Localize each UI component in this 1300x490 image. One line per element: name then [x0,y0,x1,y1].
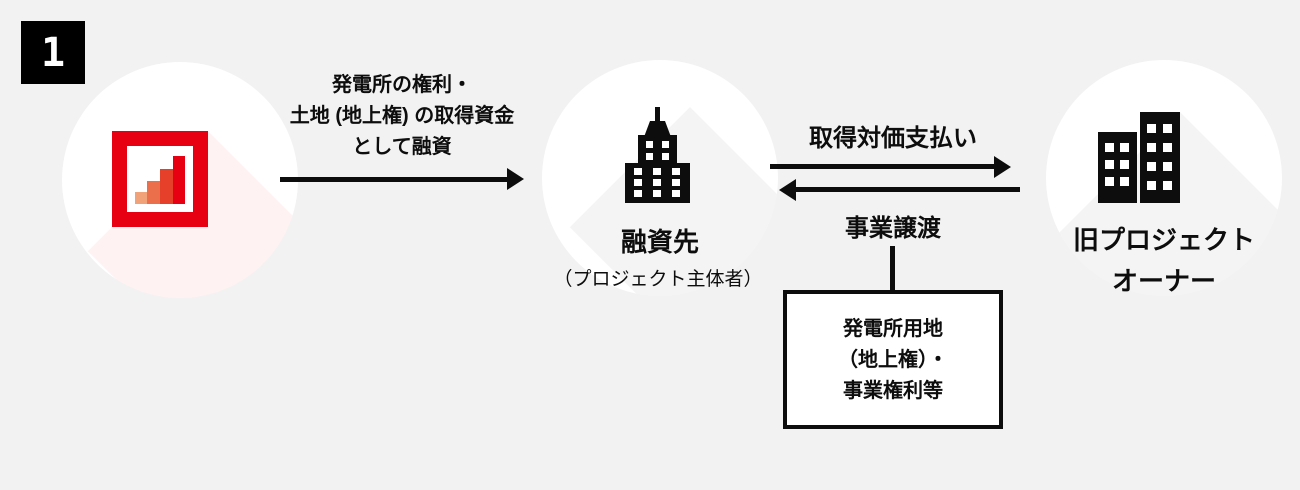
two-buildings-icon [1098,112,1180,203]
step-badge: 1 [21,21,85,84]
asset-box-line1: 発電所用地 [843,318,943,340]
old-owner-title-line1: 旧プロジェクト [1072,225,1255,255]
loan-label-line3: として融資 [352,136,452,158]
payment-arrow-label: 取得対価支払い [809,125,977,152]
old-owner-title-line2: オーナー [1111,266,1216,296]
bar-chart-logo-icon [112,131,208,227]
step-number: 1 [40,29,66,76]
bar-chart-bars [127,146,193,212]
loan-arrowhead-right-icon [507,168,524,190]
loan-label-line1: 発電所の権利・ [332,74,472,96]
office-building-icon [625,107,690,203]
borrower-title: 融資先 [620,227,699,257]
old-owner-title: 旧プロジェクト オーナー [1028,220,1300,302]
node-borrower [542,60,778,296]
asset-box-text: 発電所用地 （地上権）・ 事業権利等 [787,294,999,407]
transfer-arrowhead-left-icon [779,179,796,201]
transfer-arrow-label: 事業譲渡 [845,215,941,242]
asset-box-line3: 事業権利等 [843,380,943,402]
logo-bar-2 [147,181,160,204]
node-old-owner [1046,60,1282,296]
loan-label-line2: 土地 (地上権) の取得資金 [289,105,515,127]
borrower-subtitle: （プロジェクト主体者） [553,269,763,290]
logo-bar-3 [160,169,173,204]
asset-box: 発電所用地 （地上権）・ 事業権利等 [783,290,1003,429]
loan-arrow-label: 発電所の権利・ 土地 (地上権) の取得資金 として融資 [252,70,552,163]
logo-bar-1 [135,192,147,204]
logo-bar-4 [173,156,185,204]
loan-arrow-shaft [280,177,507,182]
payment-arrow-shaft [770,164,995,169]
asset-box-connector-line [890,246,895,292]
node-lender [62,62,298,298]
transfer-arrow-shaft [794,187,1020,192]
asset-box-line2: （地上権）・ [838,349,948,371]
payment-arrowhead-right-icon [994,156,1011,178]
